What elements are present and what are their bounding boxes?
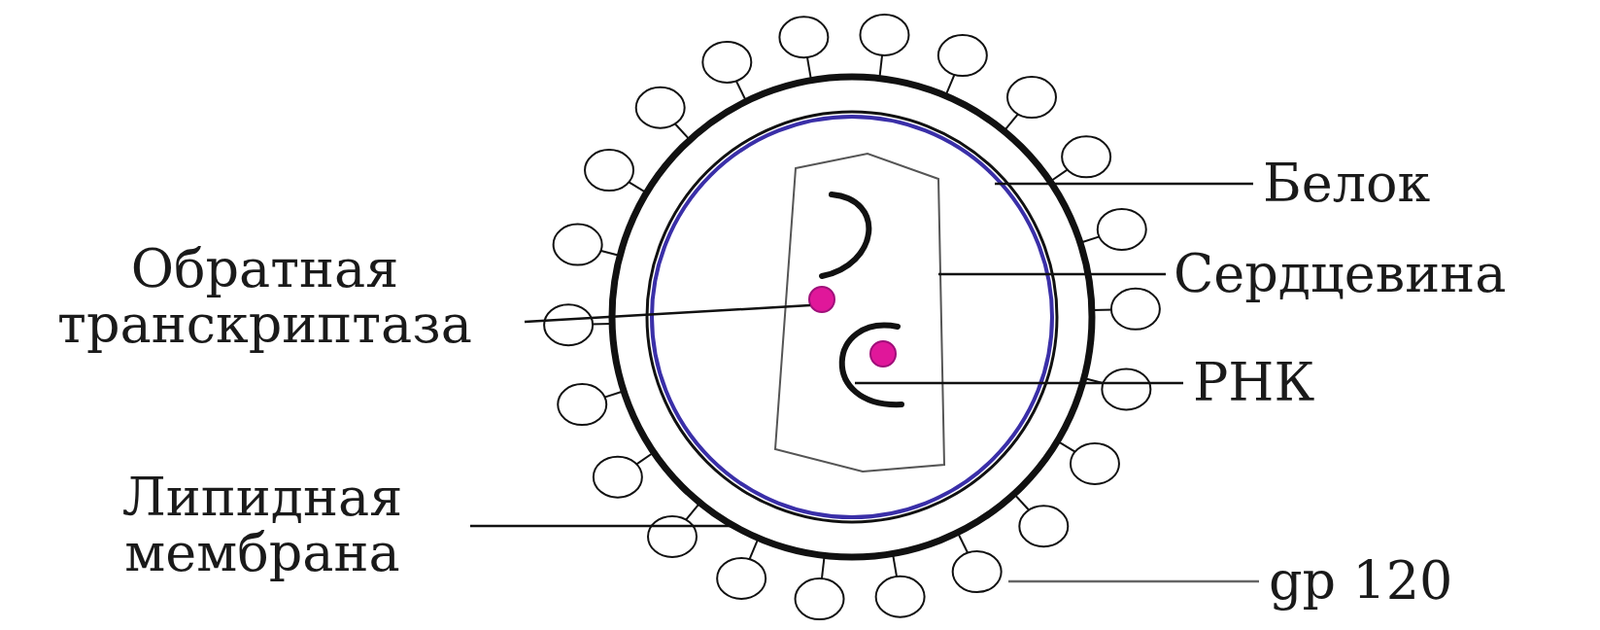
rna-strand [842, 325, 902, 405]
gp120-spikes [544, 14, 1160, 619]
leader-line [524, 305, 811, 322]
gp120-spike [1101, 368, 1151, 409]
lipid-membrane [612, 76, 1092, 557]
spike-stem [736, 80, 748, 103]
gp120-spike [779, 16, 828, 58]
rna-strand [821, 194, 869, 276]
gp120-spike [636, 87, 685, 129]
protein-shell [646, 111, 1057, 522]
gp120-spike [553, 224, 603, 266]
part-label: Белок [1262, 156, 1430, 212]
gp120-spike [544, 304, 593, 345]
part-label: РНК [1192, 355, 1315, 411]
spike-stem [1003, 112, 1019, 132]
leader-line [854, 381, 1184, 385]
gp120-spike [716, 557, 766, 599]
gp120-spike [1097, 208, 1147, 250]
gp120-spike [938, 34, 988, 76]
gp120-spike [1061, 136, 1111, 177]
gp120-spike [593, 456, 643, 498]
reverse-transcriptase-dot [809, 286, 835, 312]
gp120-spike [1070, 442, 1120, 484]
part-label: Сердцевина [1173, 246, 1506, 303]
gp120-spike [876, 576, 925, 617]
leader-line [470, 524, 735, 528]
gp120-spike [795, 578, 845, 619]
spike-stem [892, 552, 897, 577]
spike-stem [807, 57, 812, 81]
gp120-spike [859, 14, 909, 56]
gp120-spike [953, 550, 1002, 592]
spike-stem [634, 451, 654, 466]
spike-stem [879, 55, 883, 79]
spike-stem [674, 122, 690, 140]
protein-shell-inner [651, 116, 1053, 517]
core-capsid [775, 153, 945, 472]
spike-stem [1050, 168, 1070, 182]
gp120-spike [1007, 76, 1056, 118]
spike-stem [684, 502, 700, 521]
spike-stem [748, 537, 758, 559]
leader-line [1008, 579, 1260, 583]
gp120-spike [557, 383, 607, 425]
gp120-spike [647, 515, 697, 557]
spike-stem [821, 554, 825, 579]
part-label: gp 120 [1268, 553, 1453, 610]
gp120-spike [702, 41, 751, 83]
gp120-spike [1019, 505, 1068, 546]
spike-stem [945, 73, 954, 96]
reverse-transcriptase-dot [870, 340, 896, 367]
spike-stem [957, 532, 969, 554]
leader-line [994, 182, 1254, 186]
gp120-spike [1111, 288, 1160, 330]
gp120-spike [584, 149, 634, 191]
part-label: Липидная мембрана [58, 470, 467, 580]
part-label: Обратная транскриптаза [9, 241, 520, 352]
spike-stem [1014, 493, 1030, 511]
leader-line [938, 272, 1166, 276]
